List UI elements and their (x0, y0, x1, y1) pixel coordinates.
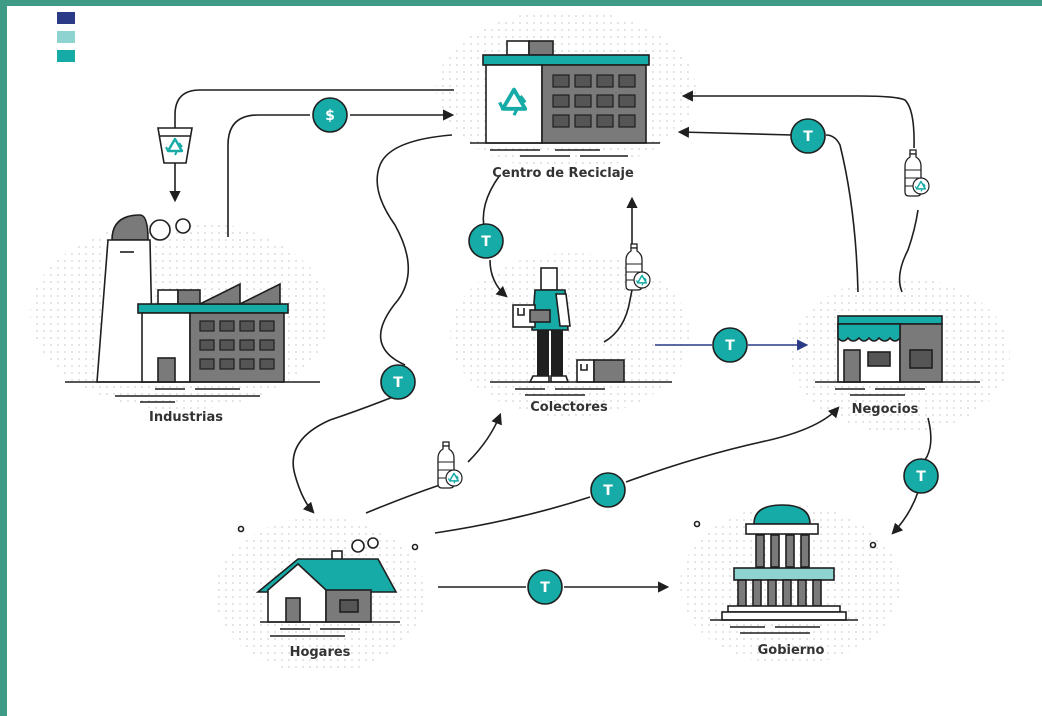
gobierno-building (693, 504, 877, 634)
centro-reciclaje-building (470, 40, 660, 157)
negocios-label: Negocios (852, 402, 919, 417)
svg-text:T: T (540, 580, 550, 596)
svg-text:T: T (725, 338, 735, 354)
plastic-bottle-icon (905, 150, 929, 196)
hogares-house (237, 525, 419, 637)
svg-text:$: $ (325, 108, 335, 124)
negocios-shop (815, 315, 980, 396)
recycling-bin-icon (157, 127, 193, 164)
recycling-flow-diagram: Centro de Reciclaje Industrias (30, 10, 1010, 673)
plastic-bottle-icon (438, 442, 462, 488)
gobierno-label: Gobierno (758, 643, 825, 658)
legend-swatch-teal (57, 50, 75, 62)
t-token-icon: T (468, 223, 504, 259)
svg-text:T: T (393, 375, 403, 391)
t-token-icon: T (527, 569, 563, 605)
t-token-icon: T (903, 458, 939, 494)
industrias-label: Industrias (149, 410, 223, 425)
legend-swatch-light-teal (57, 31, 75, 43)
legend-swatch-navy (57, 12, 75, 24)
flow-lines (169, 89, 932, 593)
t-token-icon: T (380, 364, 416, 400)
svg-text:T: T (603, 483, 613, 499)
colectores-worker (490, 267, 672, 396)
colectores-label: Colectores (530, 400, 608, 415)
svg-text:T: T (916, 469, 926, 485)
centro-reciclaje-label: Centro de Reciclaje (492, 166, 634, 181)
svg-text:T: T (481, 234, 491, 250)
t-token-icon: T (712, 327, 748, 363)
plastic-bottle-icon (626, 244, 650, 290)
hogares-label: Hogares (290, 645, 351, 660)
industrias-factory (65, 214, 320, 403)
t-token-icon: T (790, 118, 826, 154)
svg-text:T: T (803, 129, 813, 145)
t-token-icon: T (590, 472, 626, 508)
diagram-frame: Centro de Reciclaje Industrias (7, 6, 1042, 716)
dollar-coin-icon: $ (312, 97, 348, 133)
